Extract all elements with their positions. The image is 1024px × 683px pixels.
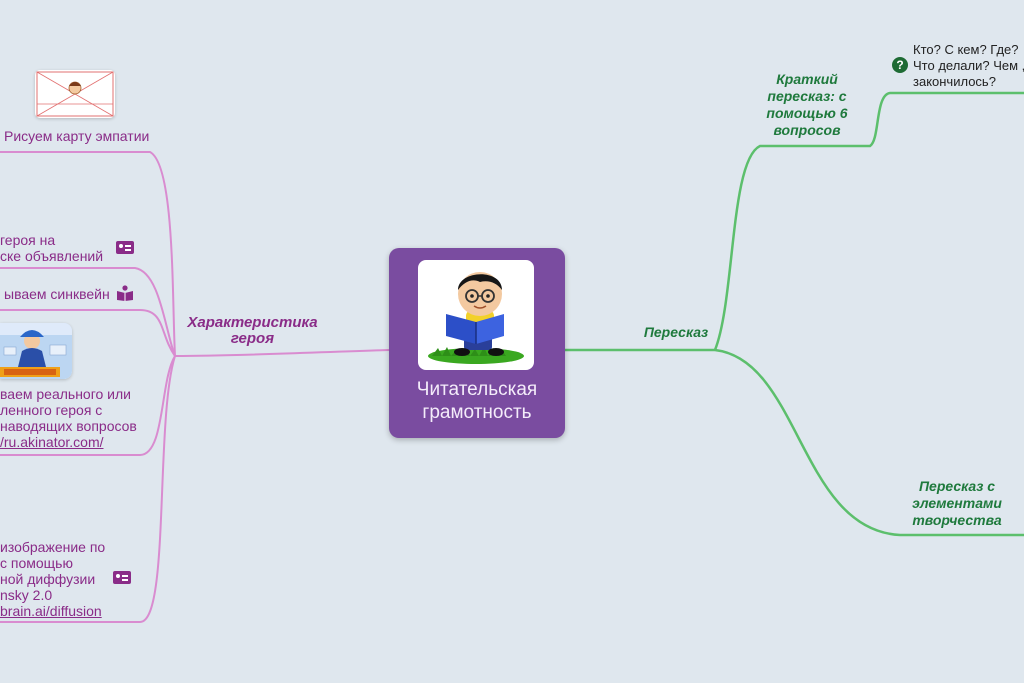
leaf-text-line: ной диффузии xyxy=(0,571,105,587)
branch-label-line: Пересказ xyxy=(628,324,724,341)
branch-label-line: Характеристика xyxy=(180,315,325,331)
leaf-text-line: закончилось? xyxy=(913,74,1024,90)
book-icon xyxy=(116,285,134,301)
diffusion-link[interactable]: brain.ai/diffusion xyxy=(0,603,105,619)
leaf-text-line: ске объявлений xyxy=(0,248,103,264)
leaf-text-line: наводящих вопросов xyxy=(0,418,137,434)
branch-label-line: Краткий xyxy=(752,71,862,88)
leaf-text-line: героя на xyxy=(0,232,103,248)
connector-central-to-characteristics xyxy=(175,350,389,356)
branch-label-line: элементами xyxy=(902,495,1012,512)
leaf-sinquain[interactable]: ываем синквейн xyxy=(4,286,110,302)
branch-label-line: вопросов xyxy=(752,122,862,139)
branch-label-line: творчества xyxy=(902,512,1012,529)
leaf-empathy-map[interactable]: Рисуем карту эмпатии xyxy=(4,128,149,144)
leaf-text-line: изображение по xyxy=(0,539,105,555)
leaf-six-questions[interactable]: Кто? С кем? Где? Что делали? Чем , закон… xyxy=(913,42,1024,90)
leaf-text-line: с помощью xyxy=(0,555,105,571)
leaf-hero-board[interactable]: героя на ске объявлений xyxy=(0,232,103,264)
leaf-text-line: ваем реального или xyxy=(0,386,137,402)
leaf-diffusion[interactable]: изображение по с помощью ной диффузии ns… xyxy=(0,539,105,619)
akinator-thumbnail[interactable] xyxy=(0,323,72,379)
branch-label-line: пересказ: с xyxy=(752,88,862,105)
leaf-text-line: Кто? С кем? Где? xyxy=(913,42,1024,58)
branch-characteristics-label[interactable]: Характеристика героя xyxy=(180,315,325,347)
leaf-text-line: ываем синквейн xyxy=(4,286,110,302)
id-card-icon xyxy=(113,571,131,584)
branch-label-line: помощью 6 xyxy=(752,105,862,122)
branch-retelling-label[interactable]: Пересказ xyxy=(628,324,724,341)
id-card-icon xyxy=(116,241,134,254)
leaf-text-line: Рисуем карту эмпатии xyxy=(4,128,149,144)
branch-label-line: героя xyxy=(180,331,325,347)
right-branch-lines xyxy=(565,93,1024,535)
sub-branch-creative-retelling[interactable]: Пересказ с элементами творчества xyxy=(902,478,1012,529)
leaf-text-line: nsky 2.0 xyxy=(0,587,105,603)
central-title-line: грамотность xyxy=(389,401,565,424)
central-title-line: Читательская xyxy=(389,378,565,401)
central-topic-title: Читательская грамотность xyxy=(389,378,565,424)
central-topic-node[interactable]: Читательская грамотность xyxy=(389,248,565,438)
question-icon: ? xyxy=(892,57,908,73)
leaf-text-line: ленного героя с xyxy=(0,402,137,418)
akinator-link[interactable]: /ru.akinator.com/ xyxy=(0,434,137,450)
empathy-map-thumbnail[interactable] xyxy=(35,70,115,118)
leaf-text-line: Что делали? Чем , xyxy=(913,58,1024,74)
sub-branch-short-retelling[interactable]: Краткий пересказ: с помощью 6 вопросов xyxy=(752,71,862,139)
leaf-akinator[interactable]: ваем реального или ленного героя с навод… xyxy=(0,386,137,450)
branch-label-line: Пересказ с xyxy=(902,478,1012,495)
boy-reading-book-icon xyxy=(418,260,534,370)
